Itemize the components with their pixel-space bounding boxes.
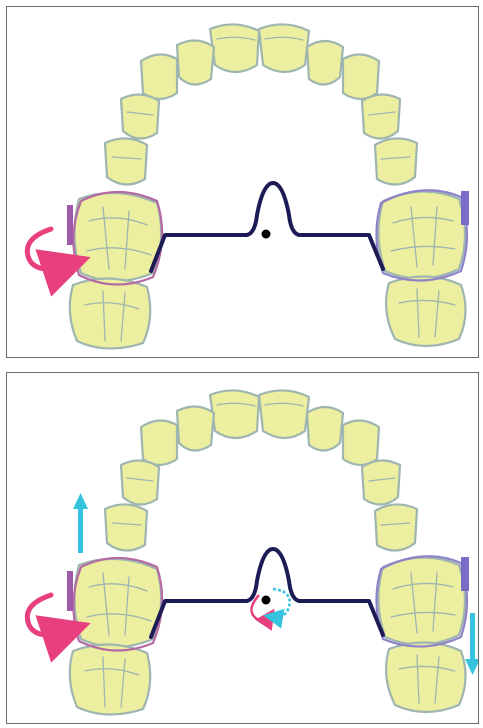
buccal-tab-right	[461, 557, 469, 591]
tooth-premolar-1-right	[362, 460, 400, 504]
tooth-lateral-incisor-left	[177, 406, 214, 450]
tooth-premolar-2-right	[375, 138, 417, 184]
tooth-central-incisor-right	[259, 24, 309, 72]
tooth-canine-left	[141, 420, 177, 465]
cyan-down-arrow-right	[465, 613, 478, 675]
buccal-tab-left	[67, 205, 73, 245]
arch-diagram-panel-bottom	[6, 372, 479, 724]
tooth-central-incisor-left	[210, 24, 259, 72]
pink-rotation-arrow-left	[27, 229, 67, 269]
tooth-premolar-2-right	[375, 504, 417, 550]
tooth-second-molar-right	[386, 276, 465, 346]
tooth-premolar-2-left	[105, 504, 147, 550]
tooth-first-molar-right	[378, 191, 465, 278]
tooth-second-molar-left	[70, 278, 150, 348]
tooth-canine-left	[141, 54, 177, 99]
cyan-up-arrow-left	[73, 493, 88, 553]
tooth-premolar-1-right	[362, 94, 400, 138]
tooth-second-molar-left	[70, 644, 150, 714]
tooth-second-molar-right	[386, 642, 465, 712]
tooth-canine-right	[343, 54, 379, 99]
tooth-lateral-incisor-right	[307, 407, 343, 451]
center-of-resistance-point	[262, 230, 271, 239]
tooth-central-incisor-left	[210, 390, 259, 438]
transpalatal-arch-wire	[151, 183, 383, 271]
tooth-premolar-1-left	[121, 460, 159, 504]
tooth-canine-right	[343, 420, 379, 465]
tooth-lateral-incisor-right	[307, 41, 343, 85]
center-of-resistance-point	[262, 596, 271, 605]
buccal-tab-right	[461, 191, 469, 225]
arch-diagram-panel-top	[6, 6, 479, 358]
buccal-tab-left	[67, 571, 73, 611]
tooth-premolar-2-left	[105, 138, 147, 184]
tooth-lateral-incisor-left	[177, 40, 214, 84]
dental-arch-drawing-with-forces	[7, 373, 478, 723]
pink-rotation-arrow-left	[27, 595, 67, 635]
tooth-first-molar-left	[74, 559, 161, 647]
transpalatal-arch-wire	[151, 549, 383, 637]
tooth-premolar-1-left	[121, 94, 159, 138]
tooth-first-molar-left	[74, 193, 161, 281]
cyan-moment-arrow-center	[273, 589, 290, 617]
dental-arch-drawing	[7, 7, 478, 357]
tooth-first-molar-right	[378, 557, 465, 644]
tooth-central-incisor-right	[259, 390, 309, 438]
